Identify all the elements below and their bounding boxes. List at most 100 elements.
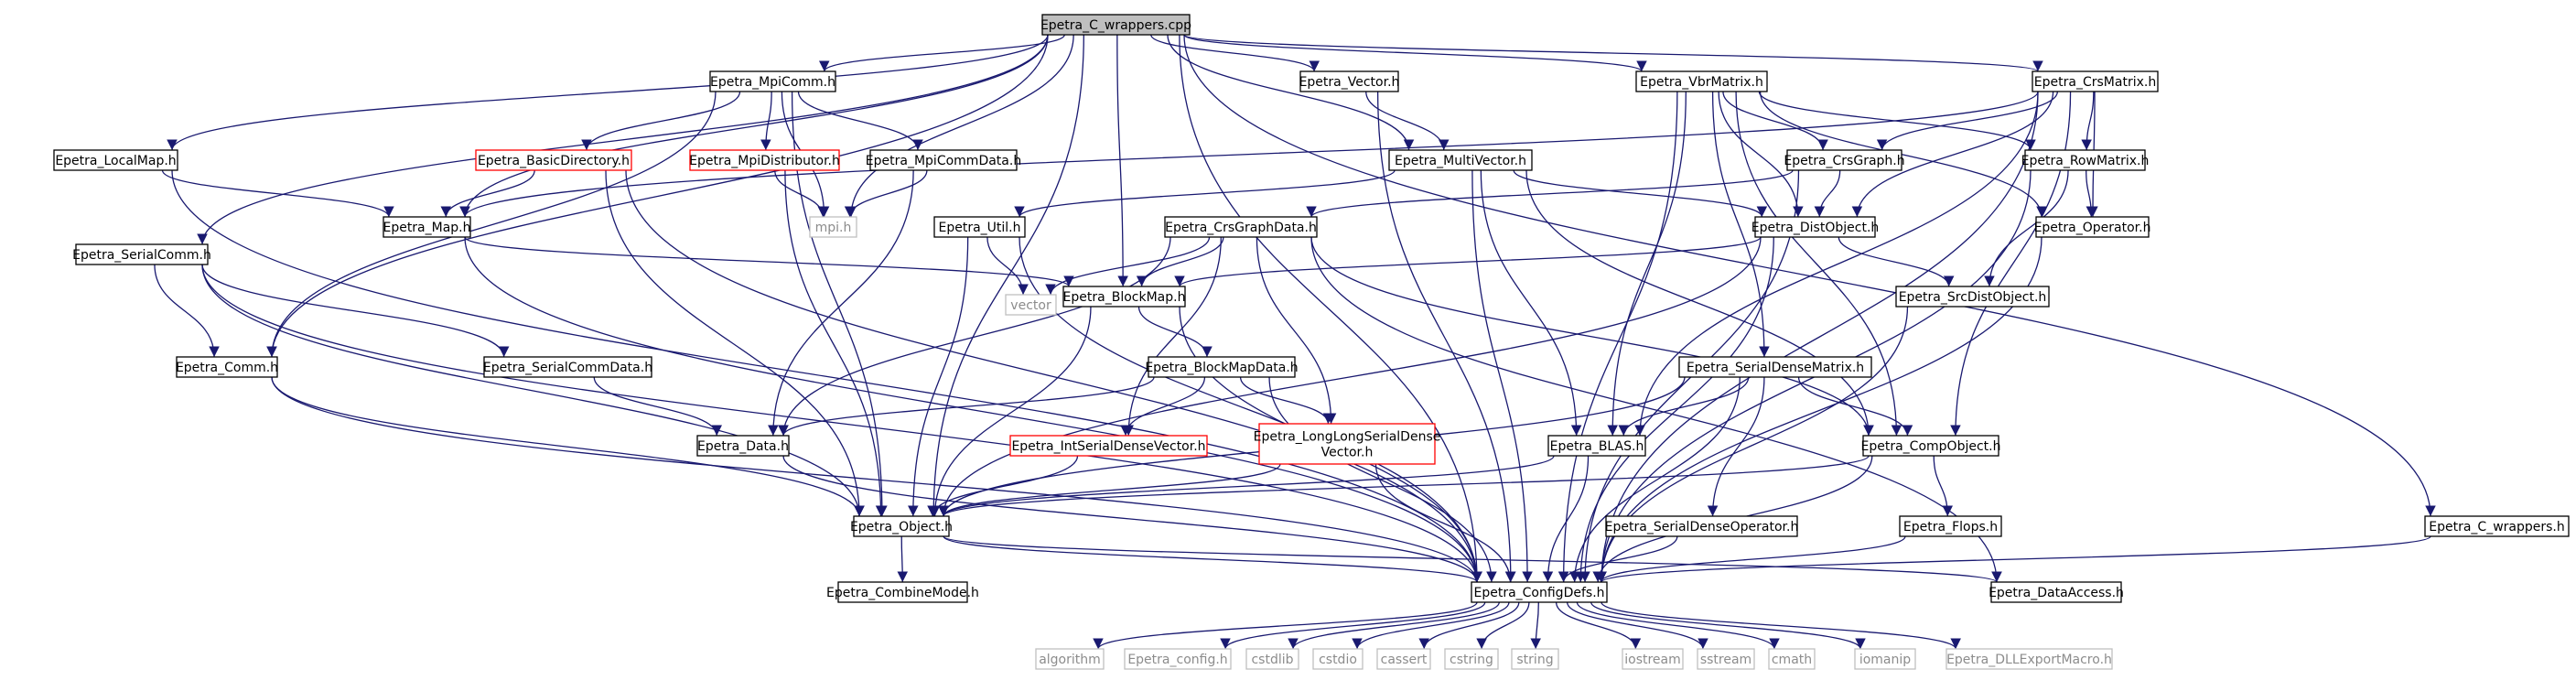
node-box xyxy=(809,216,857,238)
node-label: Epetra_BasicDirectory.h xyxy=(478,154,630,168)
node-box xyxy=(1754,216,1876,238)
edge-util-to-vectorstd xyxy=(986,236,1029,296)
node-root: Epetra_C_wrappers.cpp xyxy=(1040,14,1191,36)
node-box xyxy=(853,515,950,537)
edge-vbr-to-distobj xyxy=(1718,91,1804,218)
node-box xyxy=(1299,70,1399,92)
node-crsgraphdata: Epetra_CrsGraphData.h xyxy=(1164,216,1318,238)
node-box xyxy=(1124,648,1232,670)
node-box xyxy=(1388,149,1533,171)
node-distobj: Epetra_DistObject.h xyxy=(1751,216,1880,238)
edge-crsmat-to-rowmat xyxy=(2081,91,2095,151)
node-vector: Epetra_Vector.h xyxy=(1299,70,1399,92)
edge-vector-to-config xyxy=(1376,91,1516,583)
edge-root-to-vbr xyxy=(1183,34,1647,72)
edge-blas-to-config xyxy=(1542,455,1590,583)
node-compobj: Epetra_CompObject.h xyxy=(1861,435,2000,457)
node-label: mpi.h xyxy=(815,221,852,235)
node-label: Epetra_C_wrappers.cpp xyxy=(1040,18,1191,33)
node-box xyxy=(1148,356,1296,378)
node-multivec: Epetra_MultiVector.h xyxy=(1388,149,1533,171)
node-label: Epetra_VbrMatrix.h xyxy=(1640,75,1763,90)
edge-map-to-blockmap xyxy=(464,236,1074,287)
node-box xyxy=(1062,286,1186,308)
edge-basicdir-to-object xyxy=(605,169,865,517)
node-cstring: cstring xyxy=(1444,648,1499,670)
edge-localmap-to-map xyxy=(161,169,394,218)
node-cassert: cassert xyxy=(1376,648,1431,670)
node-label: Epetra_SerialDenseOperator.h xyxy=(1605,520,1799,534)
node-label: Epetra_CrsGraph.h xyxy=(1784,154,1904,168)
node-mpi: mpi.h xyxy=(809,216,857,238)
node-box xyxy=(1444,648,1499,670)
edge-vbr-to-compobj xyxy=(1735,91,1902,437)
edge-crsgraph-to-distobj xyxy=(1814,169,1841,218)
node-box xyxy=(483,356,652,378)
edge-compobj-to-object xyxy=(938,455,1870,517)
edge-blockmapdata-to-config xyxy=(1268,376,1497,583)
node-srcdist: Epetra_SrcDistObject.h xyxy=(1895,286,2050,308)
edge-crsgraphdata-to-llsdv xyxy=(1256,236,1337,425)
edge-crsgraphdata-to-vectorstd xyxy=(1045,236,1211,296)
node-label: Epetra_DistObject.h xyxy=(1751,221,1880,235)
edge-comm-to-config xyxy=(271,376,1482,583)
edge-mpicommdata-to-data xyxy=(768,169,914,437)
edge-config-to-iostream xyxy=(1555,601,1642,650)
node-box xyxy=(383,216,471,238)
node-box xyxy=(1245,648,1299,670)
node-label: Epetra_Data.h xyxy=(697,439,789,454)
edge-vbr-to-crsgraph xyxy=(1722,91,1828,151)
node-label: vector xyxy=(1010,298,1051,313)
node-label: Epetra_SerialComm.h xyxy=(72,248,211,263)
edge-crsmat-to-compobj xyxy=(1950,91,2072,437)
node-box xyxy=(1678,356,1872,378)
node-label: Epetra_LocalMap.h xyxy=(55,154,176,168)
node-box xyxy=(1005,294,1057,316)
edge-sdm-to-compobj xyxy=(1797,376,1913,437)
node-label: Epetra_CrsGraphData.h xyxy=(1165,221,1317,235)
node-box xyxy=(1786,149,1902,171)
node-data: Epetra_Data.h xyxy=(696,435,790,457)
node-box xyxy=(1009,435,1208,457)
node-label: Vector.h xyxy=(1321,446,1374,460)
node-box xyxy=(1312,648,1363,670)
edge-sdm-to-config xyxy=(1568,376,1741,583)
edge-root-to-crsmat xyxy=(1183,34,2043,72)
edge-root-to-mpi xyxy=(846,34,1074,218)
node-label: algorithm xyxy=(1039,653,1101,667)
node-mpicommdata: Epetra_MpiCommData.h xyxy=(866,149,1021,171)
edge-root-to-multivec xyxy=(1167,34,1415,151)
node-label: Epetra_SrcDistObject.h xyxy=(1899,290,2047,305)
edge-crsgraphdata-to-compobj xyxy=(1310,236,1874,437)
node-label: Epetra_C_wrappers.h xyxy=(2429,520,2565,534)
edge-config-to-dllexport xyxy=(1601,601,1961,650)
edge-vbr-to-config xyxy=(1557,91,1678,583)
node-box xyxy=(53,149,178,171)
edge-util-to-object xyxy=(907,236,969,517)
node-blockmap: Epetra_BlockMap.h xyxy=(1062,286,1186,308)
edge-flops-to-config xyxy=(1595,535,1906,583)
node-label: Epetra_MultiVector.h xyxy=(1395,154,1526,168)
node-label: Epetra_IntSerialDenseVector.h xyxy=(1011,439,1205,454)
edge-llsdv-to-object xyxy=(938,463,1281,517)
edge-cwrap-to-config xyxy=(1596,535,2431,583)
node-box xyxy=(1697,648,1755,670)
edge-blockmapdata-to-intsdv xyxy=(1120,376,1206,437)
edge-sdm-to-blas xyxy=(1618,376,1750,437)
edge-root-to-mpicomm xyxy=(819,34,1065,72)
edge-serialcomm-to-serialcommdata xyxy=(201,264,510,358)
node-label: Epetra_LongLongSerialDense xyxy=(1254,430,1441,445)
edge-blockmap-to-object xyxy=(929,306,1092,517)
edge-root-to-cwrap xyxy=(1183,34,2436,517)
edge-crsgraph-to-crsgraphdata xyxy=(1306,169,1794,218)
node-label: Epetra_Map.h xyxy=(383,221,470,235)
node-label: Epetra_BlockMap.h xyxy=(1063,290,1186,305)
edge-distobj-to-srcdist xyxy=(1838,236,1955,287)
node-box xyxy=(1990,581,2122,603)
node-label: string xyxy=(1516,653,1553,667)
node-box xyxy=(1768,648,1816,670)
node-label: Epetra_Object.h xyxy=(850,520,953,534)
node-config: Epetra_ConfigDefs.h xyxy=(1471,581,1608,603)
node-localmap: Epetra_LocalMap.h xyxy=(53,149,178,171)
edge-config-to-algorithm xyxy=(1093,601,1478,650)
